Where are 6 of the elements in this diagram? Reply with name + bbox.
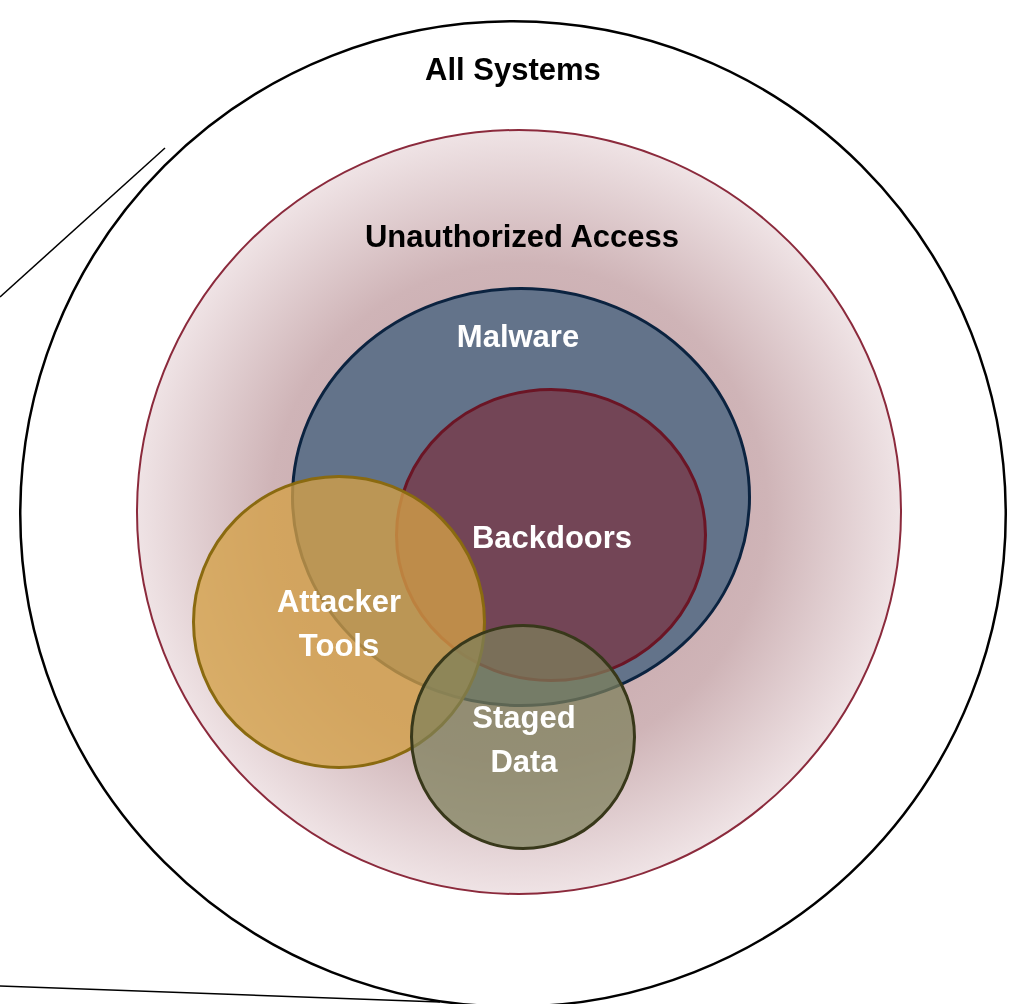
set-label: Backdoors xyxy=(470,519,634,557)
set-label: All Systems xyxy=(424,51,602,89)
set-label: Unauthorized Access xyxy=(363,218,681,256)
set-label: Attacker Tools xyxy=(275,583,403,665)
set-label: Staged Data xyxy=(471,699,577,781)
set-label: Malware xyxy=(455,318,581,356)
